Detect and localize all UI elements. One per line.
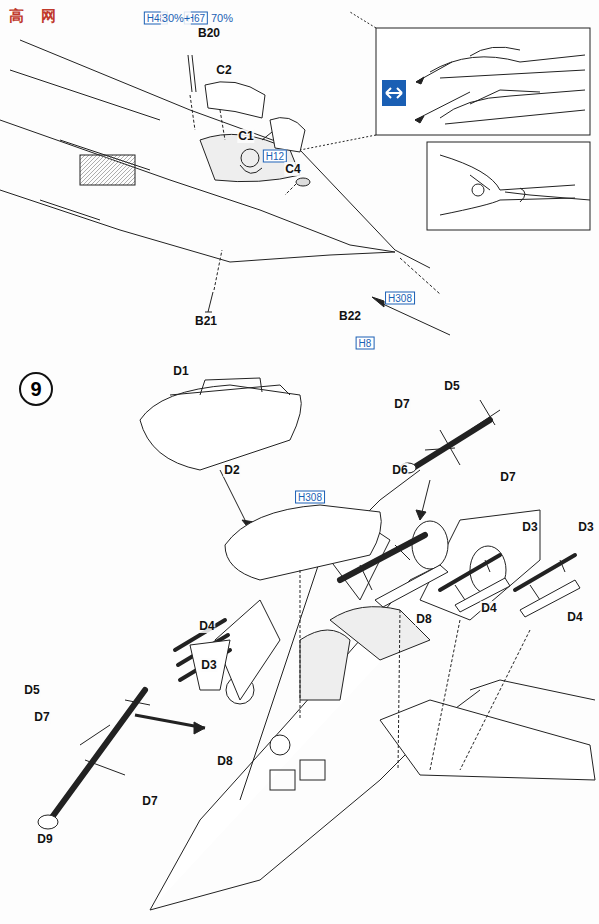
node-text: 9 — [30, 378, 41, 401]
part-number: C1 — [237, 129, 254, 143]
part-number: B20 — [197, 26, 221, 40]
node-text: H308 — [298, 492, 322, 503]
color-ratio: 30%+ — [161, 11, 191, 25]
node-text: H308 — [388, 293, 412, 304]
node-text: H8 — [359, 338, 372, 349]
color-code-box: H8 — [356, 337, 375, 350]
part-number: D7 — [33, 710, 50, 724]
part-number: D1 — [172, 364, 189, 378]
part-number: D4 — [566, 610, 583, 624]
part-number: D7 — [499, 470, 516, 484]
part-number: B21 — [194, 314, 218, 328]
color-ratio: 70% — [210, 11, 234, 25]
part-number: D8 — [415, 612, 432, 626]
step-number-circle: 9 — [19, 372, 53, 406]
part-number: D4 — [480, 601, 497, 615]
node-text: H12 — [266, 151, 284, 162]
part-number: B22 — [338, 309, 362, 323]
part-number: D9 — [36, 832, 53, 846]
part-number: D3 — [521, 520, 538, 534]
part-number: C2 — [215, 63, 232, 77]
part-number: D4 — [198, 619, 215, 633]
part-number: D7 — [393, 397, 410, 411]
color-code-box: H308 — [385, 292, 415, 305]
color-code-box: H12 — [263, 150, 287, 163]
part-number: D2 — [223, 463, 240, 477]
part-number: D3 — [577, 520, 594, 534]
watermark: 高 — [8, 9, 25, 23]
watermark: 网 — [40, 9, 57, 23]
part-number: D8 — [216, 754, 233, 768]
part-number: D5 — [23, 683, 40, 697]
part-number: C4 — [284, 162, 301, 176]
part-number: D6 — [391, 463, 408, 477]
part-number: D3 — [200, 658, 217, 672]
part-number: D7 — [141, 794, 158, 808]
part-number: D5 — [443, 379, 460, 393]
color-code-box: H308 — [295, 491, 325, 504]
